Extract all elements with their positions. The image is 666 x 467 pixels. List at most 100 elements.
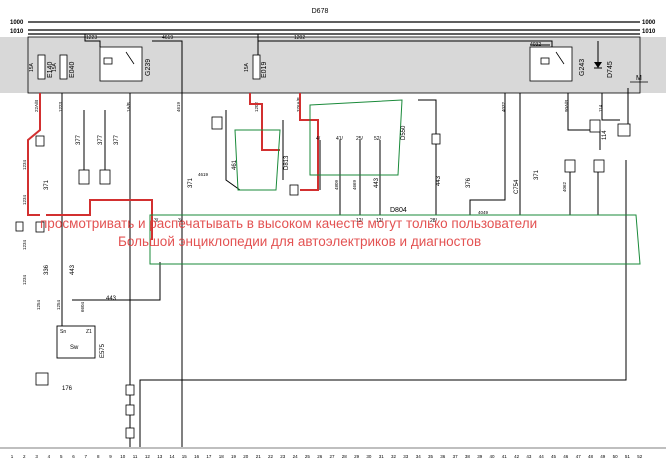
ruler-number: 4 <box>48 454 51 459</box>
d804-pin-8: 12/ <box>376 218 384 224</box>
watermark-line-1: просмотривать и распечатывать в высоком … <box>40 216 538 231</box>
green-frames <box>149 99 641 265</box>
ruler-number: 22 <box>268 454 274 459</box>
conn-pin-3: 1A/B <box>126 102 131 112</box>
ruler-number: 48 <box>588 454 594 459</box>
wire-numbers: 1234 1234 1234 1234 1254 1254 6604 4619 … <box>22 159 567 312</box>
comp-e575: E575 <box>100 343 106 358</box>
conn-pin-7: 4032 <box>501 101 506 112</box>
conn-pin-2: 1223 <box>58 101 63 112</box>
ruler-number: 42 <box>514 454 520 459</box>
bus-label-left-1: 1000 <box>10 20 24 26</box>
ruler-number: 28 <box>342 454 348 459</box>
fuse-e019-rating: 15A <box>244 62 250 72</box>
switch-e575: Sn Z1 Sw <box>56 325 96 359</box>
ruler-number: 5 <box>60 454 63 459</box>
relay-g243: G243 <box>529 46 586 82</box>
ruler-number: 33 <box>403 454 409 459</box>
unit-outline <box>27 36 641 94</box>
ruler-number: 15 <box>182 454 188 459</box>
top-wire-4619: 4619 <box>162 35 173 41</box>
conn-pin-4: 4619 <box>176 101 181 112</box>
e575-right-pin: Z1 <box>86 329 92 335</box>
bus-label-right-2: 1010 <box>642 29 656 35</box>
comp-371-left: 371 <box>44 179 50 190</box>
d804-pin-9: 28/ <box>430 218 438 224</box>
ruler-number: 9 <box>109 454 112 459</box>
ruler-number: 11 <box>133 454 138 459</box>
wire-4619: 4619 <box>198 172 209 177</box>
conn-pin-6: 376A/B <box>296 97 301 112</box>
ruler-number: 36 <box>440 454 446 459</box>
ruler-number: 45 <box>551 454 557 459</box>
ruler-number: 50 <box>613 454 619 459</box>
watermark-line-2: Большой энциклопедии для автоэлектриков … <box>118 234 482 249</box>
top-wire-1223: 1223 <box>86 35 97 41</box>
ruler-number: 25 <box>305 454 311 459</box>
d804-pin-4: 52/ <box>374 136 382 142</box>
block-label: D678 <box>312 8 329 15</box>
ground-tag: M <box>630 75 648 83</box>
ruler-number: 40 <box>489 454 495 459</box>
ruler-number: 43 <box>526 454 532 459</box>
ruler-number: 10 <box>120 454 126 459</box>
comp-377-a: 377 <box>76 134 82 145</box>
d804-pin-5: 3/ <box>154 218 159 224</box>
wire-1254-a: 1254 <box>56 299 61 310</box>
comp-443-bottom: 443 <box>106 296 117 302</box>
ruler-number: 21 <box>256 454 262 459</box>
comp-443-right: 443 <box>436 175 442 186</box>
fuse-e040-rating: 15A <box>52 62 58 72</box>
wire-1254-b: 1254 <box>36 299 41 310</box>
comp-377-c: 377 <box>114 134 120 145</box>
top-wire-1202: 1202 <box>294 35 305 41</box>
component-labels: 377 377 377 371 336 443 D813 D550 D804 3… <box>44 125 608 392</box>
fuse-e140: 15A E140 <box>29 54 54 80</box>
fuse-e140-id: E140 <box>47 62 54 78</box>
power-bus <box>28 21 640 35</box>
ruler-number: 38 <box>465 454 471 459</box>
connector-labels: 22A/B 1223 1A/B 4619 1202 376A/B 4032 90… <box>34 97 603 112</box>
wire-1234-b: 1234 <box>22 194 27 205</box>
conn-pin-9: 114 <box>598 104 603 112</box>
d804-pin-1: 4/ <box>316 136 321 142</box>
d804-pin-2: 41/ <box>336 136 344 142</box>
ruler-number: 46 <box>563 454 569 459</box>
comp-376: 376 <box>466 177 472 188</box>
ruler-number: 8 <box>97 454 100 459</box>
comp-d550: D550 <box>401 125 407 140</box>
e575-left-pin: Sn <box>60 329 66 335</box>
wire-4809: 4809 <box>334 179 339 190</box>
e575-center: Sw <box>70 345 79 351</box>
relay-g239-label: G239 <box>145 59 152 76</box>
relay-g239: G239 <box>99 46 152 82</box>
ruler-number: 7 <box>85 454 88 459</box>
highlight-wires <box>27 93 319 240</box>
wire-4049: 4049 <box>478 210 489 215</box>
ruler-number: 27 <box>329 454 335 459</box>
comp-443-left: 443 <box>70 264 76 275</box>
diode-d745: D745 <box>594 61 614 78</box>
fuse-e040-id: E040 <box>69 62 76 78</box>
conn-pin-5: 1202 <box>254 101 259 112</box>
ruler-number: 37 <box>453 454 459 459</box>
comp-371-center: 371 <box>188 177 194 188</box>
conn-pin-1: 22A/B <box>34 100 39 112</box>
top-wire-4032: 4032 <box>530 42 541 48</box>
ruler-number: 12 <box>145 454 151 459</box>
ruler-number: 47 <box>576 454 582 459</box>
ruler-number: 20 <box>243 454 249 459</box>
d804-pin-7: 12/ <box>356 218 364 224</box>
comp-377-b: 377 <box>98 134 104 145</box>
comp-371-right: 371 <box>534 169 540 180</box>
ruler-number: 23 <box>280 454 286 459</box>
ruler-number: 35 <box>428 454 434 459</box>
ruler-number: 49 <box>600 454 606 459</box>
ruler-number: 17 <box>206 454 212 459</box>
comp-336: 336 <box>44 264 50 275</box>
wire-6604: 6604 <box>80 301 85 312</box>
ruler-number: 16 <box>194 454 200 459</box>
diode-label: D745 <box>607 61 614 78</box>
ruler-number: 39 <box>477 454 483 459</box>
